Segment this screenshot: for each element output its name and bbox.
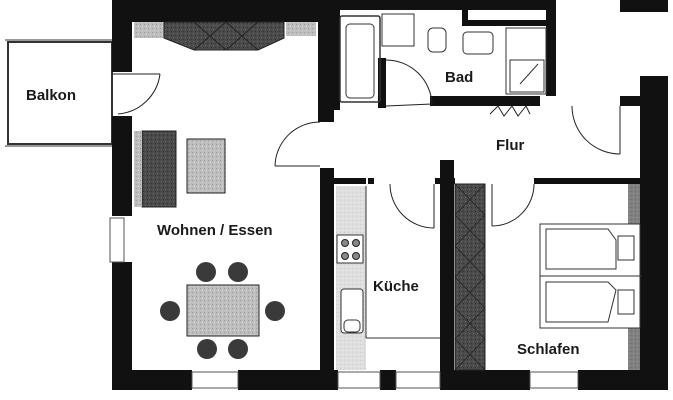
armchair [186,138,226,194]
living-cabinet [134,21,316,51]
kitchen-door[interactable] [389,183,435,229]
room-label-schlafen: Schlafen [517,341,580,358]
bath-vent [489,105,531,117]
windows-bottom [191,371,579,389]
kitchen-counter [336,186,440,370]
walls [112,0,668,390]
room-label-flur: Flur [496,137,524,154]
room-label-wohnen: Wohnen / Essen [157,222,273,239]
bedroom-door[interactable] [491,183,535,227]
double-bed [539,223,642,329]
flur-door-entry[interactable] [571,105,621,155]
bathroom-fixtures [339,13,547,103]
bathroom-door[interactable] [385,59,433,107]
balcony [5,39,113,147]
sofa-edge [134,131,142,207]
flur-door-living[interactable] [274,121,321,167]
balcony-door[interactable] [112,73,161,115]
room-label-balkon: Balkon [26,87,76,104]
sofa [141,130,177,208]
dining-set [160,262,285,359]
room-label-bad: Bad [445,69,473,86]
window-left [109,217,125,263]
room-label-kueche: Küche [373,278,419,295]
